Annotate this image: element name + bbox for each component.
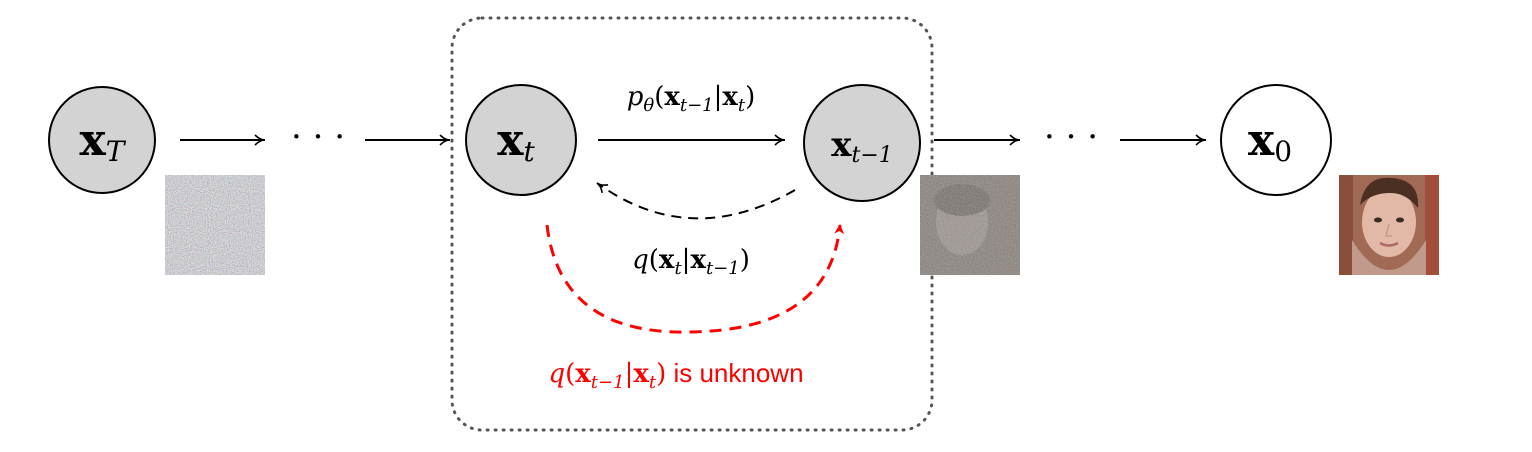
unknown-label-x1: x xyxy=(575,359,591,389)
unknown-label-close: ) xyxy=(656,359,666,389)
svg-text:x0: x0 xyxy=(1248,115,1292,168)
unknown-red-dashed-arrow xyxy=(545,224,845,334)
ellipsis-left: · · · xyxy=(291,117,345,157)
forward-label-close: ) xyxy=(740,245,750,275)
reverse-label-x2: x xyxy=(722,82,738,112)
unknown-label-bar: | xyxy=(625,359,634,389)
forward-label-s2: t−1 xyxy=(706,258,740,279)
unknown-label: q(xt−1|xt) is unknown xyxy=(548,358,803,393)
forward-label-x2: x xyxy=(690,245,706,275)
reverse-label-open: ( xyxy=(654,82,664,112)
unknown-label-q: q xyxy=(548,359,565,389)
unknown-label-s1: t−1 xyxy=(591,372,625,393)
reverse-label-theta: θ xyxy=(643,95,654,116)
forward-label-x1: x xyxy=(659,245,675,275)
node-xt-var: x xyxy=(497,115,524,166)
node-xt1-var: x xyxy=(831,125,852,165)
node-xt: xt xyxy=(465,84,577,196)
node-xt1: xt−1 xyxy=(803,84,921,202)
reverse-label-p: p xyxy=(627,82,644,112)
forward-label-open: ( xyxy=(649,245,659,275)
unknown-label-s2: t xyxy=(649,372,657,393)
clean-face-thumbnail xyxy=(1339,175,1439,275)
svg-text:xt−1: xt−1 xyxy=(831,125,893,168)
node-x0-sub: 0 xyxy=(1274,135,1292,168)
forward-label-s1: t xyxy=(674,258,682,279)
noise-thumbnail-xT xyxy=(165,175,265,275)
unknown-label-suffix: is unknown xyxy=(666,358,803,388)
node-x0-var: x xyxy=(1248,115,1275,166)
reverse-label-s1: t−1 xyxy=(680,95,714,116)
ellipsis-right: · · · xyxy=(1044,117,1098,157)
node-xT-var: x xyxy=(80,115,107,166)
node-xt-sub: t xyxy=(523,135,535,168)
reverse-label-bar: | xyxy=(714,82,723,112)
svg-text:xT: xT xyxy=(80,115,127,168)
forward-label-q: q xyxy=(632,245,649,275)
node-x0: x0 xyxy=(1220,84,1332,196)
forward-label-bar: | xyxy=(682,245,691,275)
reverse-label-s2: t xyxy=(738,95,746,116)
reverse-label-close: ) xyxy=(745,82,755,112)
svg-text:xt: xt xyxy=(497,115,535,168)
reverse-process-label: pθ(xt−1|xt) xyxy=(627,82,756,116)
step-dotted-box xyxy=(450,16,934,432)
node-xT-sub: T xyxy=(106,135,127,168)
unknown-label-open: ( xyxy=(565,359,575,389)
forward-process-label: q(xt|xt−1) xyxy=(632,245,750,279)
reverse-label-x1: x xyxy=(664,82,680,112)
unknown-label-x2: x xyxy=(633,359,649,389)
forward-dashed-arrow xyxy=(596,182,796,220)
node-xT: xT xyxy=(48,86,156,194)
noisy-face-thumbnail xyxy=(920,175,1020,275)
node-xt1-sub: t−1 xyxy=(852,143,893,168)
